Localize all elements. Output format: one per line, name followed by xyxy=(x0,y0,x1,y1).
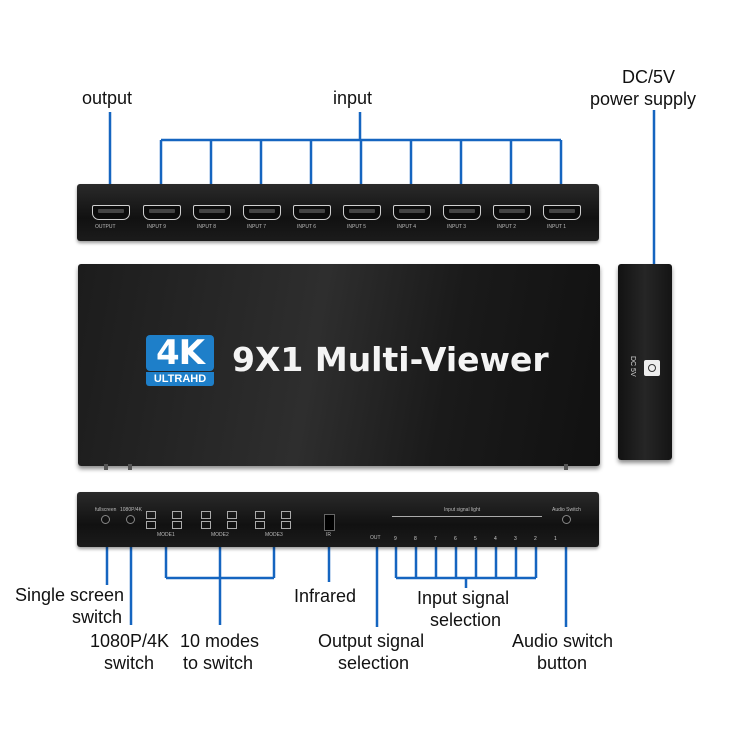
port-label: INPUT 2 xyxy=(497,224,517,230)
mode-indicator-icon xyxy=(146,511,156,519)
port-label: INPUT 3 xyxy=(447,224,467,230)
mode2-label: MODE2 xyxy=(211,532,229,538)
hdmi-port-output[interactable] xyxy=(92,205,130,220)
audio-switch-button[interactable] xyxy=(562,515,571,524)
device-foot xyxy=(564,464,568,470)
port-label: INPUT 9 xyxy=(147,224,167,230)
input-led-9[interactable]: 9 xyxy=(394,536,397,542)
audio-label-line1: Audio switch xyxy=(512,631,614,651)
mode-indicator-icon xyxy=(281,521,291,529)
input-led-8[interactable]: 8 xyxy=(414,536,417,542)
dc-jack[interactable] xyxy=(644,360,660,376)
input-led-5[interactable]: 5 xyxy=(474,536,477,542)
mode-indicator-icon xyxy=(227,521,237,529)
input-led-2[interactable]: 2 xyxy=(534,536,537,542)
dc-label-line1: DC/5V xyxy=(622,67,676,87)
input-light-rail xyxy=(392,516,542,517)
port-label: INPUT 7 xyxy=(247,224,267,230)
logo-ultrahd-text: ULTRAHD xyxy=(146,372,214,386)
control-panel: fullscreen 1080P/4K MODE1 MODE2 MODE3 IR… xyxy=(77,492,599,547)
device-title: 9X1 Multi-Viewer xyxy=(232,340,549,379)
modes-label-line2: to switch xyxy=(183,653,254,673)
mode-indicator-icon xyxy=(281,511,291,519)
input-led-1[interactable]: 1 xyxy=(554,536,557,542)
mode-indicator-icon xyxy=(255,521,265,529)
ir-label: IR xyxy=(326,532,331,538)
out-label: OUT xyxy=(370,535,381,541)
mode-indicator-icon xyxy=(201,521,211,529)
hdmi-port-input-4[interactable] xyxy=(393,205,431,220)
modes-label-line1: 10 modes xyxy=(180,631,260,651)
audio-switch-label: Audio Switch xyxy=(552,507,581,513)
mode3-label: MODE3 xyxy=(265,532,283,538)
input-selection-label-line1: Input signal xyxy=(417,588,510,608)
mode-indicator-icon xyxy=(146,521,156,529)
port-label: INPUT 5 xyxy=(347,224,367,230)
res-label-line2: switch xyxy=(104,653,155,673)
mode-indicator-icon xyxy=(172,521,182,529)
mode-indicator-icon xyxy=(172,511,182,519)
hdmi-port-input-5[interactable] xyxy=(343,205,381,220)
port-label: INPUT 6 xyxy=(297,224,317,230)
hdmi-port-input-9[interactable] xyxy=(143,205,181,220)
port-label: INPUT 4 xyxy=(397,224,417,230)
res-switch-label: 1080P/4K xyxy=(120,507,142,513)
hdmi-port-input-7[interactable] xyxy=(243,205,281,220)
hdmi-port-input-2[interactable] xyxy=(493,205,531,220)
device-foot xyxy=(104,464,108,470)
res-label-line1: 1080P/4K xyxy=(90,631,170,651)
hdmi-port-input-8[interactable] xyxy=(193,205,231,220)
side-dc-label: DC 5V xyxy=(629,356,636,377)
res-switch-button[interactable] xyxy=(126,515,135,524)
input-led-4[interactable]: 4 xyxy=(494,536,497,542)
output-selection-label-line2: selection xyxy=(338,653,410,673)
single-screen-label-line2: switch xyxy=(72,607,123,627)
back-panel-hdmi: OUTPUT INPUT 9 INPUT 8 INPUT 7 INPUT 6 I… xyxy=(77,184,599,241)
infrared-label: Infrared xyxy=(294,586,357,606)
4k-ultrahd-logo: 4K ULTRAHD xyxy=(146,335,214,387)
hdmi-port-input-3[interactable] xyxy=(443,205,481,220)
single-screen-button[interactable] xyxy=(101,515,110,524)
device-side-panel: DC 5V xyxy=(618,264,672,460)
single-screen-label-line1: Single screen xyxy=(15,585,125,605)
input-selection-label-line2: selection xyxy=(430,610,502,630)
mode-indicator-icon xyxy=(227,511,237,519)
output-selection-label-line1: Output signal xyxy=(318,631,425,651)
logo-4k-text: 4K xyxy=(146,335,214,371)
dc-jack-icon xyxy=(648,364,656,372)
port-label: OUTPUT xyxy=(95,224,116,230)
device-foot xyxy=(128,464,132,470)
infrared-sensor xyxy=(324,514,335,531)
mode-indicator-icon xyxy=(201,511,211,519)
hdmi-port-input-6[interactable] xyxy=(293,205,331,220)
input-label: input xyxy=(333,88,373,108)
output-label: output xyxy=(82,88,133,108)
input-led-7[interactable]: 7 xyxy=(434,536,437,542)
mode-indicator-icon xyxy=(255,511,265,519)
hdmi-port-input-1[interactable] xyxy=(543,205,581,220)
port-label: INPUT 8 xyxy=(197,224,217,230)
fullscreen-label: fullscreen xyxy=(95,507,117,513)
dc-label-line2: power supply xyxy=(590,89,697,109)
input-light-label: Input signal light xyxy=(444,507,481,513)
audio-label-line2: button xyxy=(537,653,588,673)
mode1-label: MODE1 xyxy=(157,532,175,538)
input-led-3[interactable]: 3 xyxy=(514,536,517,542)
input-led-6[interactable]: 6 xyxy=(454,536,457,542)
port-label: INPUT 1 xyxy=(547,224,567,230)
